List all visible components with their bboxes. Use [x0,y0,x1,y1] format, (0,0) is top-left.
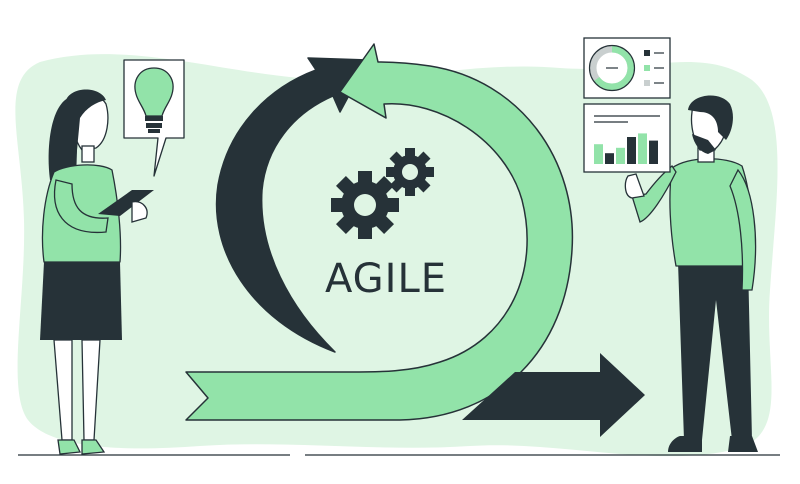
agile-title: AGILE [325,256,447,302]
donut-chart-panel [583,37,671,99]
donut-chart-icon [588,44,636,92]
gear-icon [386,148,434,196]
mini-bar [627,137,636,164]
tablet-icon [98,190,154,216]
bar-chart-panel [583,103,671,173]
woman-figure [40,89,154,455]
mini-bar [605,153,614,164]
mini-bar [616,147,625,164]
mini-bar [638,133,647,164]
donut-outline [588,44,636,92]
lightbulb-bubble [123,59,185,177]
forward-arrow-icon [462,353,645,437]
mini-bar [649,140,658,164]
man-figure [624,95,758,452]
bar-chart-icon [594,133,658,164]
gear-icon [331,171,399,239]
mini-bar [594,144,603,164]
dark-cycle-arrow [215,57,369,353]
lightbulb-icon [134,67,174,133]
donut-segment [589,45,635,91]
green-cycle-arrow [185,43,574,421]
legend-key [644,50,664,86]
